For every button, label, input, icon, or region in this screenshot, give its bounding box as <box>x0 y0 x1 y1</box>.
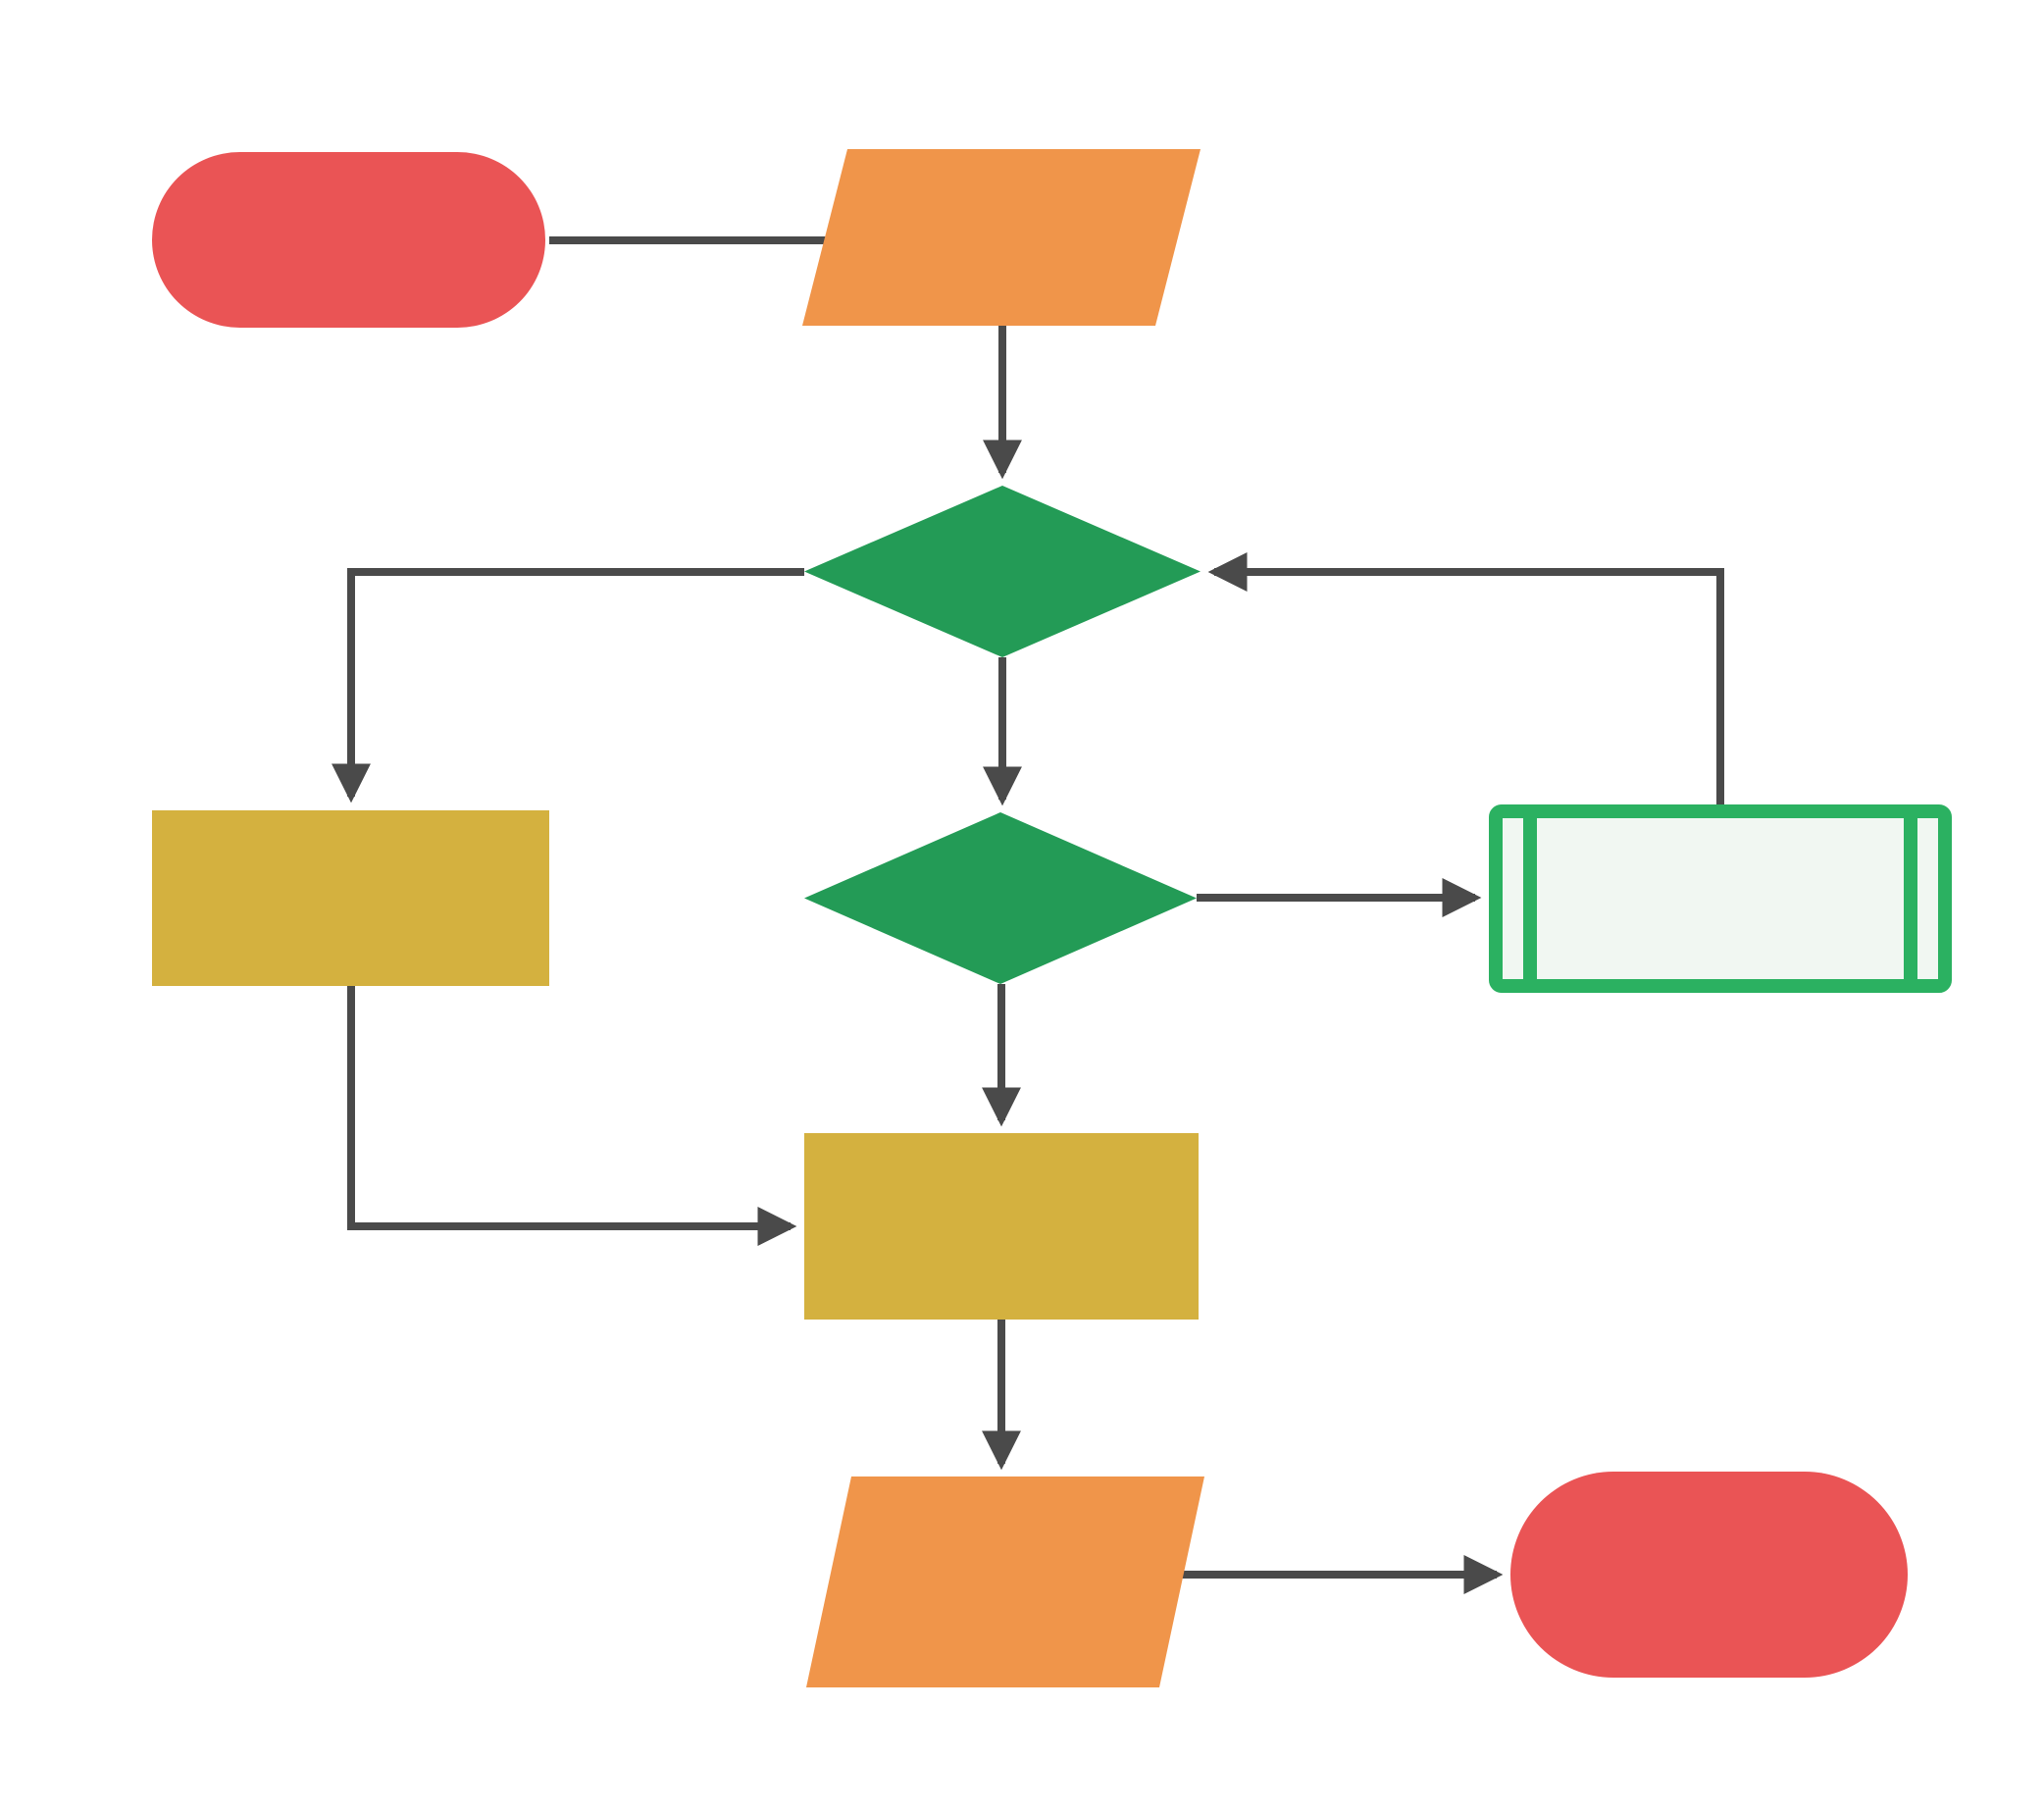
diamond-shape <box>804 812 1197 984</box>
node-process-left[interactable] <box>152 810 549 986</box>
node-start[interactable] <box>152 152 545 328</box>
node-output[interactable] <box>806 1476 1204 1687</box>
node-process-center[interactable] <box>804 1133 1199 1320</box>
node-decision-2[interactable] <box>804 812 1197 984</box>
nodes-layer <box>152 149 1952 1687</box>
node-end[interactable] <box>1510 1472 1908 1678</box>
edge-decision-1-to-process-left <box>332 568 804 803</box>
rectangle-shape <box>804 1133 1199 1320</box>
edge-line <box>332 568 804 803</box>
node-input[interactable] <box>802 149 1201 326</box>
stadium-shape <box>152 152 545 328</box>
parallelogram-shape <box>802 149 1201 326</box>
node-decision-1[interactable] <box>804 486 1201 657</box>
node-subroutine[interactable] <box>1489 804 1952 993</box>
stadium-shape <box>1510 1472 1908 1678</box>
rectangle-shape <box>152 810 549 986</box>
edge-process-left-to-process-center <box>347 986 797 1246</box>
edge-line <box>347 986 797 1246</box>
diamond-shape <box>804 486 1201 657</box>
edge-subroutine-to-decision-1 <box>1207 552 1724 804</box>
subroutine-outline <box>1489 804 1952 993</box>
parallelogram-shape <box>806 1476 1204 1687</box>
edge-line <box>1207 552 1724 804</box>
